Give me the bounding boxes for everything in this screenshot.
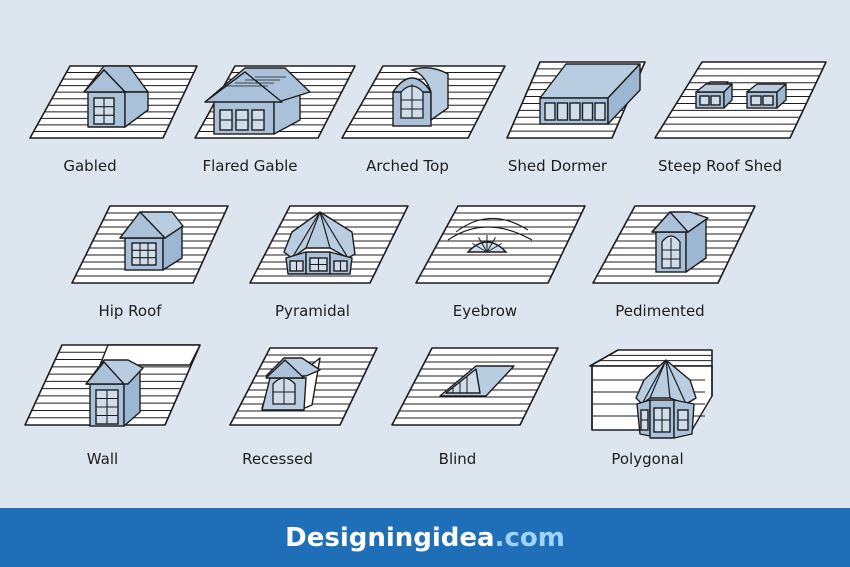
caption-shed-dormer: Shed Dormer	[507, 157, 608, 175]
brand-tld: .com	[494, 522, 565, 553]
caption-wall: Wall	[86, 450, 119, 468]
caption-flared-gable: Flared Gable	[202, 157, 298, 175]
brand-footer: Designingidea.com	[0, 508, 850, 567]
hip-roof-dormer-icon	[71, 205, 229, 284]
eyebrow-dormer-icon	[415, 205, 586, 284]
flared-gable-dormer-icon	[194, 65, 356, 139]
blind-dormer-icon	[391, 347, 559, 426]
caption-recessed: Recessed	[242, 450, 313, 468]
caption-eyebrow: Eyebrow	[452, 302, 518, 320]
dormer-diagram: Gabled Flared Gable Arched Top Shed Dorm…	[24, 61, 827, 468]
recessed-dormer-icon	[229, 347, 378, 426]
dormer-illustrations	[24, 61, 827, 439]
caption-steep-roof-shed: Steep Roof Shed	[657, 157, 783, 175]
shed-dormer-icon	[506, 61, 646, 139]
caption-gabled: Gabled	[63, 157, 117, 175]
caption-hip-roof: Hip Roof	[98, 302, 162, 320]
gabled-dormer-icon	[29, 65, 198, 139]
caption-pyramidal: Pyramidal	[275, 302, 350, 320]
caption-blind: Blind	[438, 450, 477, 468]
caption-polygonal: Polygonal	[611, 450, 684, 468]
pyramidal-dormer-icon	[249, 205, 409, 284]
caption-arched-top: Arched Top	[366, 157, 449, 175]
polygonal-dormer-icon	[589, 349, 713, 439]
brand-logo[interactable]: Designingidea.com	[285, 523, 565, 553]
pedimented-dormer-icon	[592, 205, 756, 284]
arched-top-dormer-icon	[341, 65, 506, 139]
steep-roof-shed-dormer-icon	[654, 61, 827, 139]
wall-dormer-icon	[24, 344, 201, 427]
caption-pedimented: Pedimented	[615, 302, 705, 320]
brand-name: Designingidea	[285, 522, 495, 553]
